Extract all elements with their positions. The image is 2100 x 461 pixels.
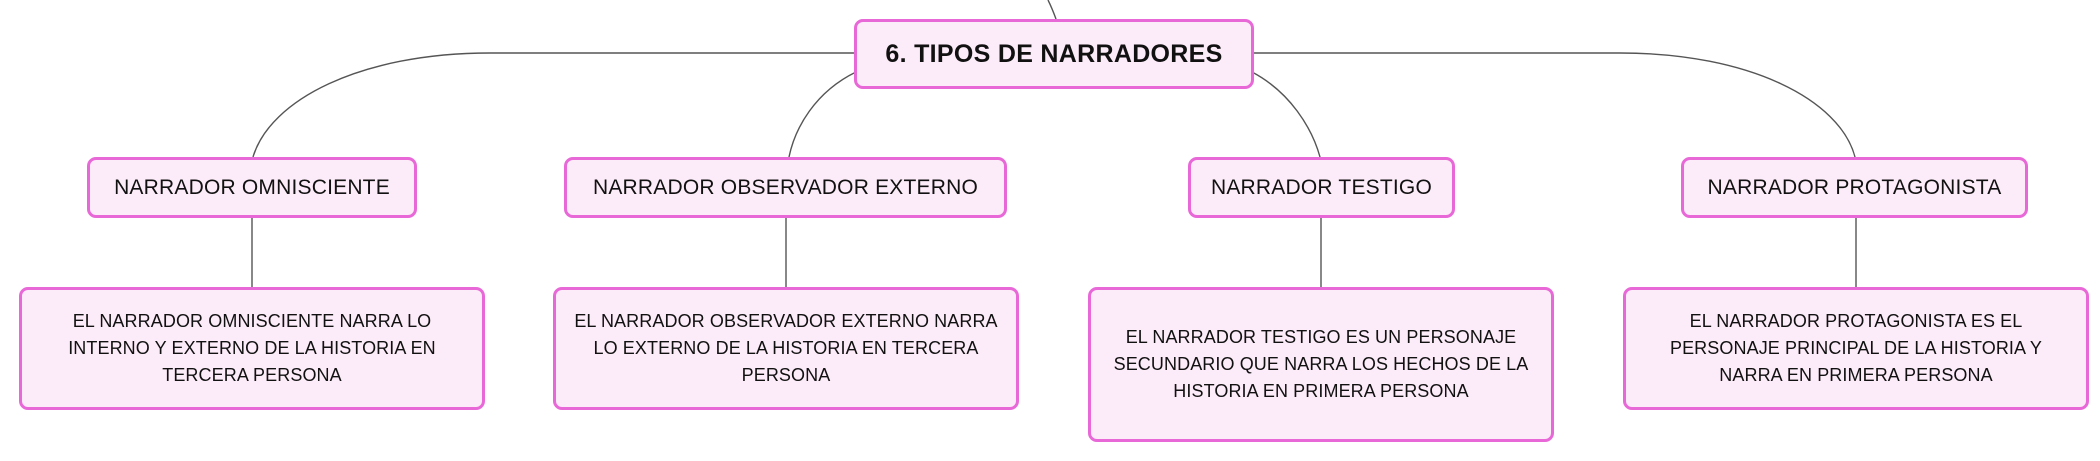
topic-label: NARRADOR OMNISCIENTE	[114, 175, 390, 199]
subtopic-text: EL NARRADOR PROTAGONISTA ES EL PERSONAJE…	[1669, 311, 2043, 385]
subtopic-observador-externo-description[interactable]: EL NARRADOR OBSERVADOR EXTERNO NARRA LO …	[553, 287, 1019, 410]
topic-narrador-protagonista[interactable]: NARRADOR PROTAGONISTA	[1681, 157, 2028, 218]
topic-label: NARRADOR OBSERVADOR EXTERNO	[592, 175, 979, 199]
connector-root-topic-3	[1251, 71, 1321, 158]
root-topic[interactable]: 6. TIPOS DE NARRADORES	[854, 19, 1254, 89]
topic-narrador-observador-externo[interactable]: NARRADOR OBSERVADOR EXTERNO	[564, 157, 1007, 218]
connector-root-topic-4	[1254, 52, 1856, 158]
topic-narrador-testigo[interactable]: NARRADOR TESTIGO	[1188, 157, 1455, 218]
subtopic-text: EL NARRADOR OBSERVADOR EXTERNO NARRA LO …	[574, 311, 998, 385]
root-topic-label: 6. TIPOS DE NARRADORES	[885, 39, 1223, 68]
subtopic-text: EL NARRADOR OMNISCIENTE NARRA LO INTERNO…	[68, 311, 436, 385]
subtopic-omnisciente-description[interactable]: EL NARRADOR OMNISCIENTE NARRA LO INTERNO…	[19, 287, 485, 410]
connector-root-topic-2	[788, 71, 857, 158]
connector-parent	[1047, 0, 1057, 20]
topic-label: NARRADOR TESTIGO	[1210, 175, 1432, 199]
connector-root-topic-1	[252, 52, 854, 158]
topic-label: NARRADOR PROTAGONISTA	[1707, 175, 2002, 199]
subtopic-text: EL NARRADOR TESTIGO ES UN PERSONAJE SECU…	[1113, 327, 1529, 401]
topic-narrador-omnisciente[interactable]: NARRADOR OMNISCIENTE	[87, 157, 417, 218]
subtopic-testigo-description[interactable]: EL NARRADOR TESTIGO ES UN PERSONAJE SECU…	[1088, 287, 1554, 442]
subtopic-protagonista-description[interactable]: EL NARRADOR PROTAGONISTA ES EL PERSONAJE…	[1623, 287, 2089, 410]
